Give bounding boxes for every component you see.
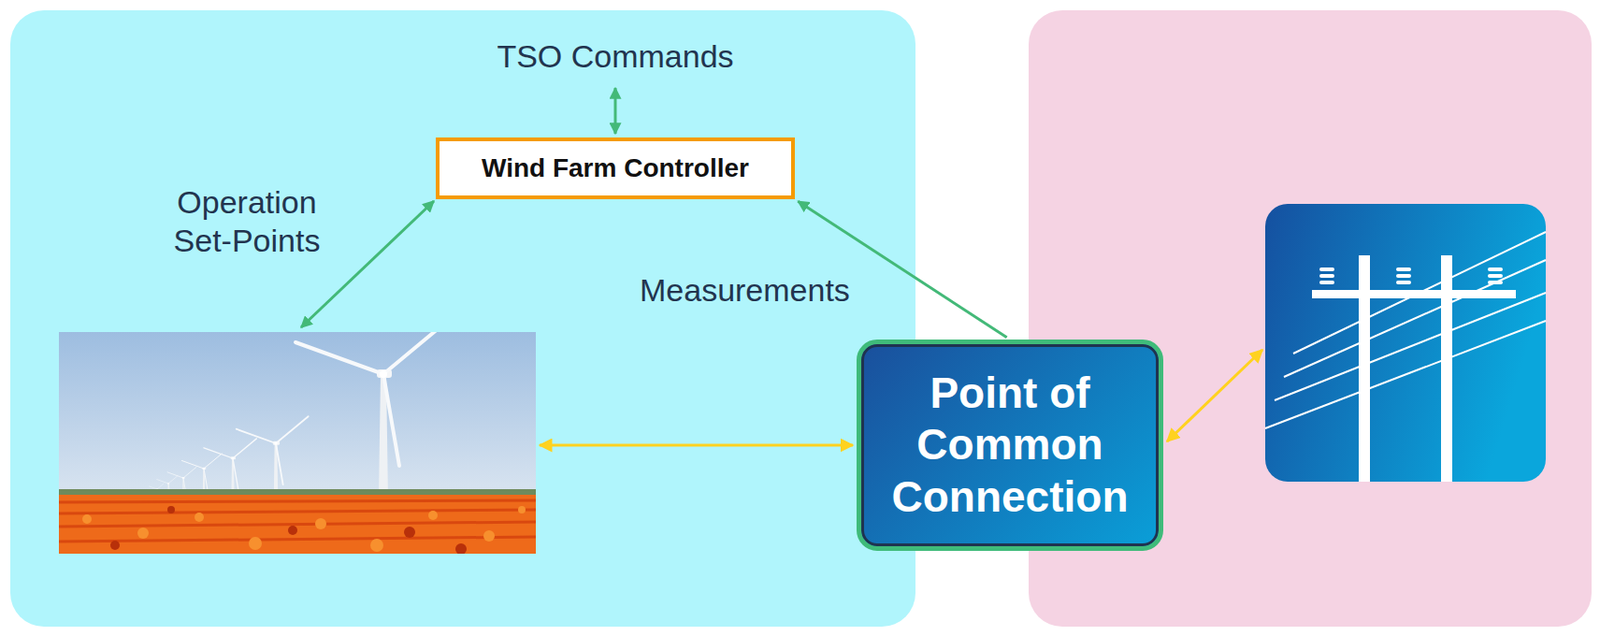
drawing-part	[370, 538, 384, 552]
box-text: Wind Farm Controller	[481, 153, 750, 184]
drawing-part	[315, 518, 327, 530]
drawing-part	[428, 510, 438, 520]
controller-box: Wind Farm Controller	[435, 137, 795, 200]
drawing-part	[1396, 280, 1412, 285]
command-label: TSO Commands	[496, 37, 734, 76]
drawing-part	[110, 540, 120, 550]
wind-farm-photo	[58, 331, 536, 554]
drawing-part	[1319, 273, 1335, 278]
drawing-part	[1265, 231, 1546, 429]
drawing-part	[1441, 255, 1453, 482]
drawing-part	[1274, 292, 1546, 401]
drawing-part	[1265, 320, 1546, 429]
drawing-part	[1311, 289, 1516, 299]
connection-point-box: Point of Common Connection	[856, 339, 1164, 551]
drawing-part	[1487, 280, 1503, 285]
drawing-part	[614, 87, 618, 134]
signal-arrow	[797, 201, 1007, 338]
drawing-part	[58, 331, 536, 554]
drawing-part	[58, 494, 536, 554]
drawing-part	[403, 526, 416, 538]
drawing-part	[1358, 255, 1370, 482]
drawing-part	[301, 201, 434, 328]
drawing-part	[82, 514, 92, 524]
edge-label: Measurements	[639, 271, 851, 310]
drawing-part	[295, 331, 456, 501]
drawing-part	[58, 489, 536, 495]
drawing-part	[518, 505, 526, 514]
drawing-part	[1283, 259, 1546, 377]
drawing-part	[194, 512, 204, 522]
drawing-part	[58, 536, 536, 542]
drawing-part	[167, 505, 175, 514]
drawing-part	[1265, 203, 1546, 482]
drawing-part	[1487, 267, 1503, 272]
drawing-part	[1396, 273, 1412, 278]
drawing-part	[236, 416, 309, 501]
drawing-part	[455, 543, 467, 554]
drawing-part	[58, 500, 536, 503]
setpoint-label: Operation Set-Points	[153, 183, 341, 260]
drawing-part	[288, 525, 298, 535]
drawing-part	[1319, 267, 1335, 272]
drawing-part	[483, 530, 495, 542]
drawing-part	[58, 509, 536, 514]
drawing-part	[110, 505, 467, 554]
drawing-part	[1487, 273, 1503, 278]
drawing-part	[1396, 267, 1412, 272]
drawing-part	[539, 444, 853, 447]
box-text: Point of Common Connection	[883, 367, 1137, 523]
drawing-part	[1167, 349, 1263, 442]
drawing-part	[58, 500, 536, 542]
drawing-part	[58, 521, 536, 527]
drawing-part	[248, 536, 262, 550]
drawing-part	[1319, 267, 1503, 285]
power-grid-icon	[1265, 203, 1546, 482]
drawing-part	[137, 527, 149, 539]
drawing-part	[1319, 280, 1335, 285]
